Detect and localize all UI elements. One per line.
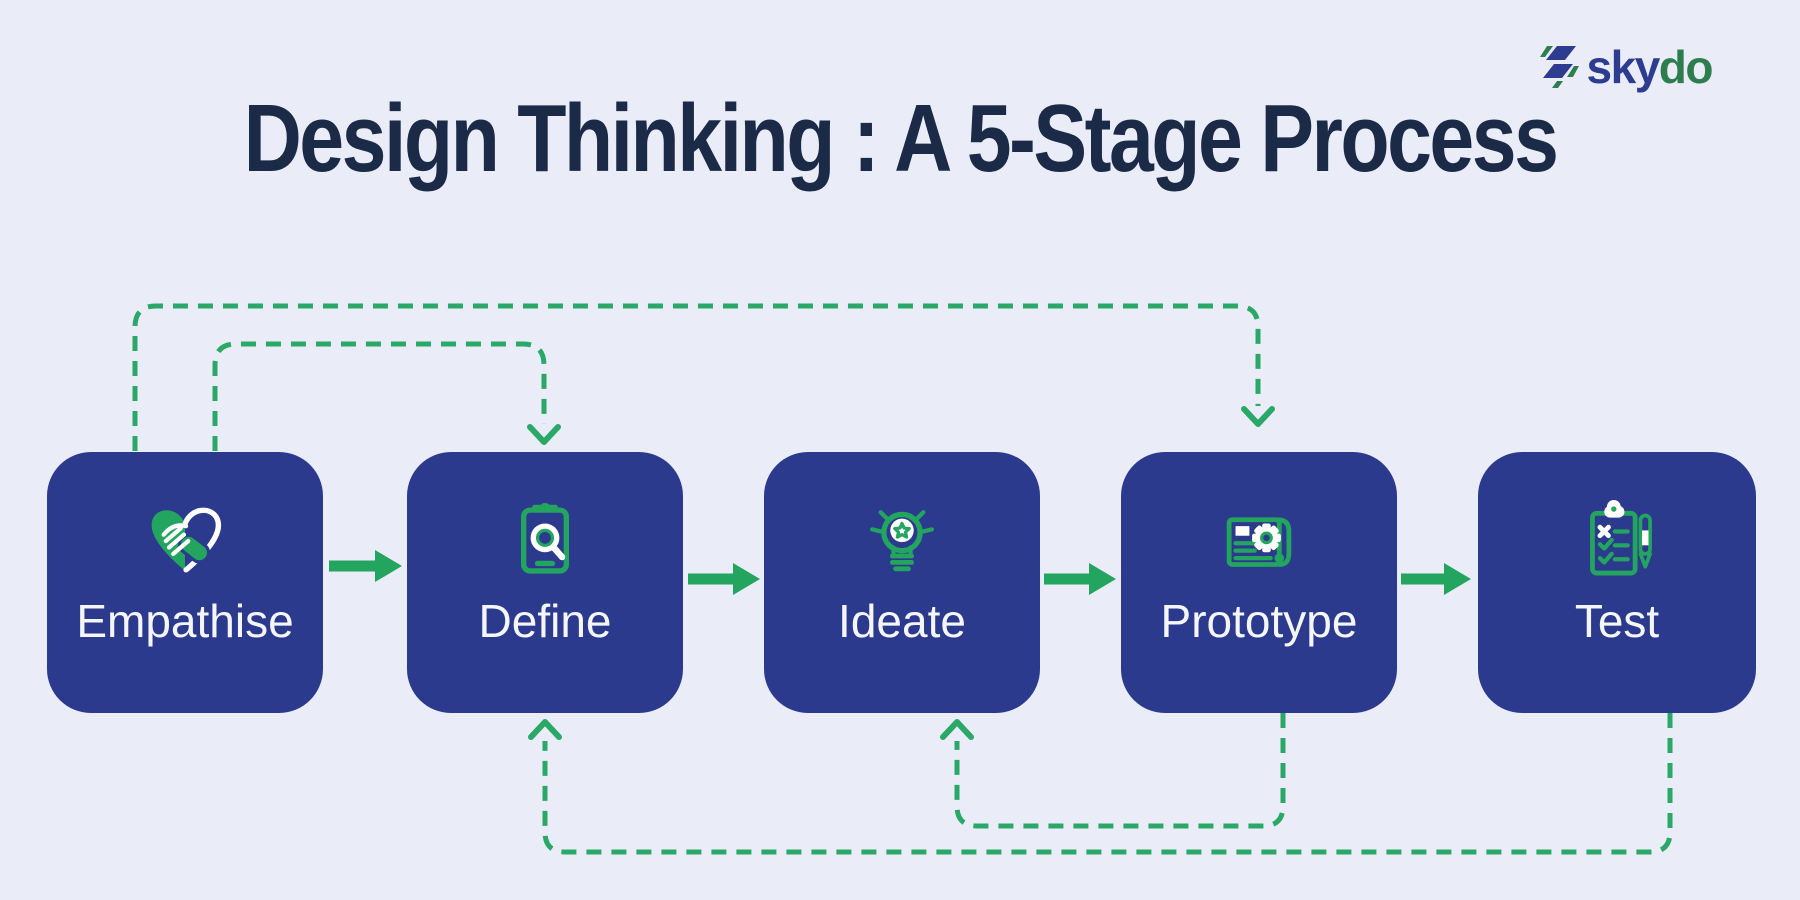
stage-label-test: Test bbox=[1574, 595, 1660, 647]
logo-text-do: do bbox=[1658, 41, 1714, 93]
stage-empathise: Empathise bbox=[47, 452, 323, 713]
dashed-loop-empathise-to-define bbox=[212, 341, 561, 451]
dashed-loop-prototype-to-ideate bbox=[940, 713, 1286, 829]
gear-glyph bbox=[1252, 523, 1281, 553]
stage-prototype: Prototype bbox=[1121, 452, 1397, 713]
clipboard-magnifier-icon bbox=[521, 503, 569, 574]
logo-wordmark: skydo bbox=[1586, 41, 1714, 93]
page-title: Design Thinking : A 5-Stage Process bbox=[243, 85, 1559, 192]
dashed-loop-test-to-define bbox=[528, 713, 1673, 855]
logo-text-sky: sky bbox=[1586, 41, 1661, 93]
stage-define: Define bbox=[407, 452, 683, 713]
stage-label-ideate: Ideate bbox=[838, 595, 966, 647]
blueprint-gear-icon bbox=[1226, 517, 1292, 567]
stage-label-prototype: Prototype bbox=[1160, 595, 1358, 647]
arrow-define-to-ideate bbox=[688, 563, 760, 595]
skydo-logo: skydo bbox=[1539, 41, 1714, 93]
checklist-pen-icon bbox=[1590, 500, 1652, 576]
stage-ideate: Ideate bbox=[764, 452, 1040, 713]
lightbulb-idea-icon bbox=[870, 510, 934, 572]
arrow-empathise-to-define bbox=[329, 550, 402, 582]
heart-handshake-icon bbox=[151, 507, 222, 573]
arrow-prototype-to-test bbox=[1401, 563, 1471, 595]
dashed-loop-empathise-to-prototype bbox=[132, 303, 1275, 451]
stage-test: Test bbox=[1478, 452, 1756, 713]
stage-label-define: Define bbox=[478, 595, 612, 647]
skydo-flash-icon bbox=[1539, 46, 1579, 88]
stage-label-empathise: Empathise bbox=[76, 595, 294, 647]
arrow-ideate-to-prototype bbox=[1044, 563, 1116, 595]
